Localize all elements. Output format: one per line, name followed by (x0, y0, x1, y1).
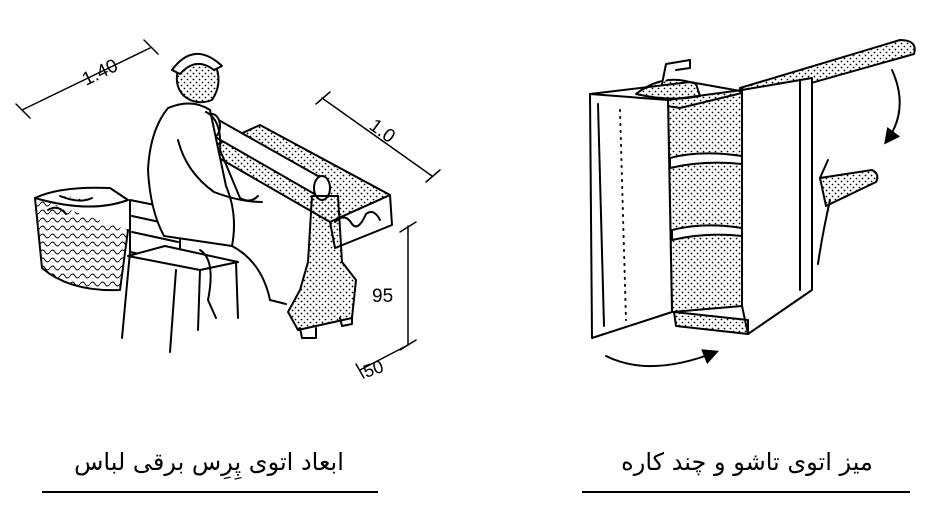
ironing-cabinet-illustration (589, 39, 916, 368)
press-pedestal (287, 195, 357, 339)
dim-width-label: 1.0 (365, 115, 399, 148)
door-swing-arrow (605, 349, 719, 368)
fold-arrow (884, 69, 901, 145)
dim-length-label: 1.40 (79, 55, 121, 90)
iron-icon (635, 59, 701, 100)
cabinet-side-panel (741, 77, 813, 335)
dim-height-label: 95 (372, 286, 393, 307)
caption-press: ابعاد اتوی پِرِس برقی لباس (74, 448, 344, 476)
dimension-height (399, 221, 417, 351)
laundry-basket (34, 186, 129, 292)
caption-press-underline (42, 491, 378, 493)
chair (121, 199, 239, 353)
caption-ironing-cabinet-underline (582, 491, 910, 493)
woman-figure (147, 52, 287, 319)
press-illustration (15, 39, 441, 379)
caption-ironing-cabinet: میز اتوی تاشو و چند کاره (621, 448, 873, 476)
folded-board (819, 169, 879, 207)
dimension-length (15, 39, 159, 119)
cabinet-door (589, 93, 673, 339)
dimension-width (315, 91, 441, 183)
dimension-depth (355, 344, 409, 379)
